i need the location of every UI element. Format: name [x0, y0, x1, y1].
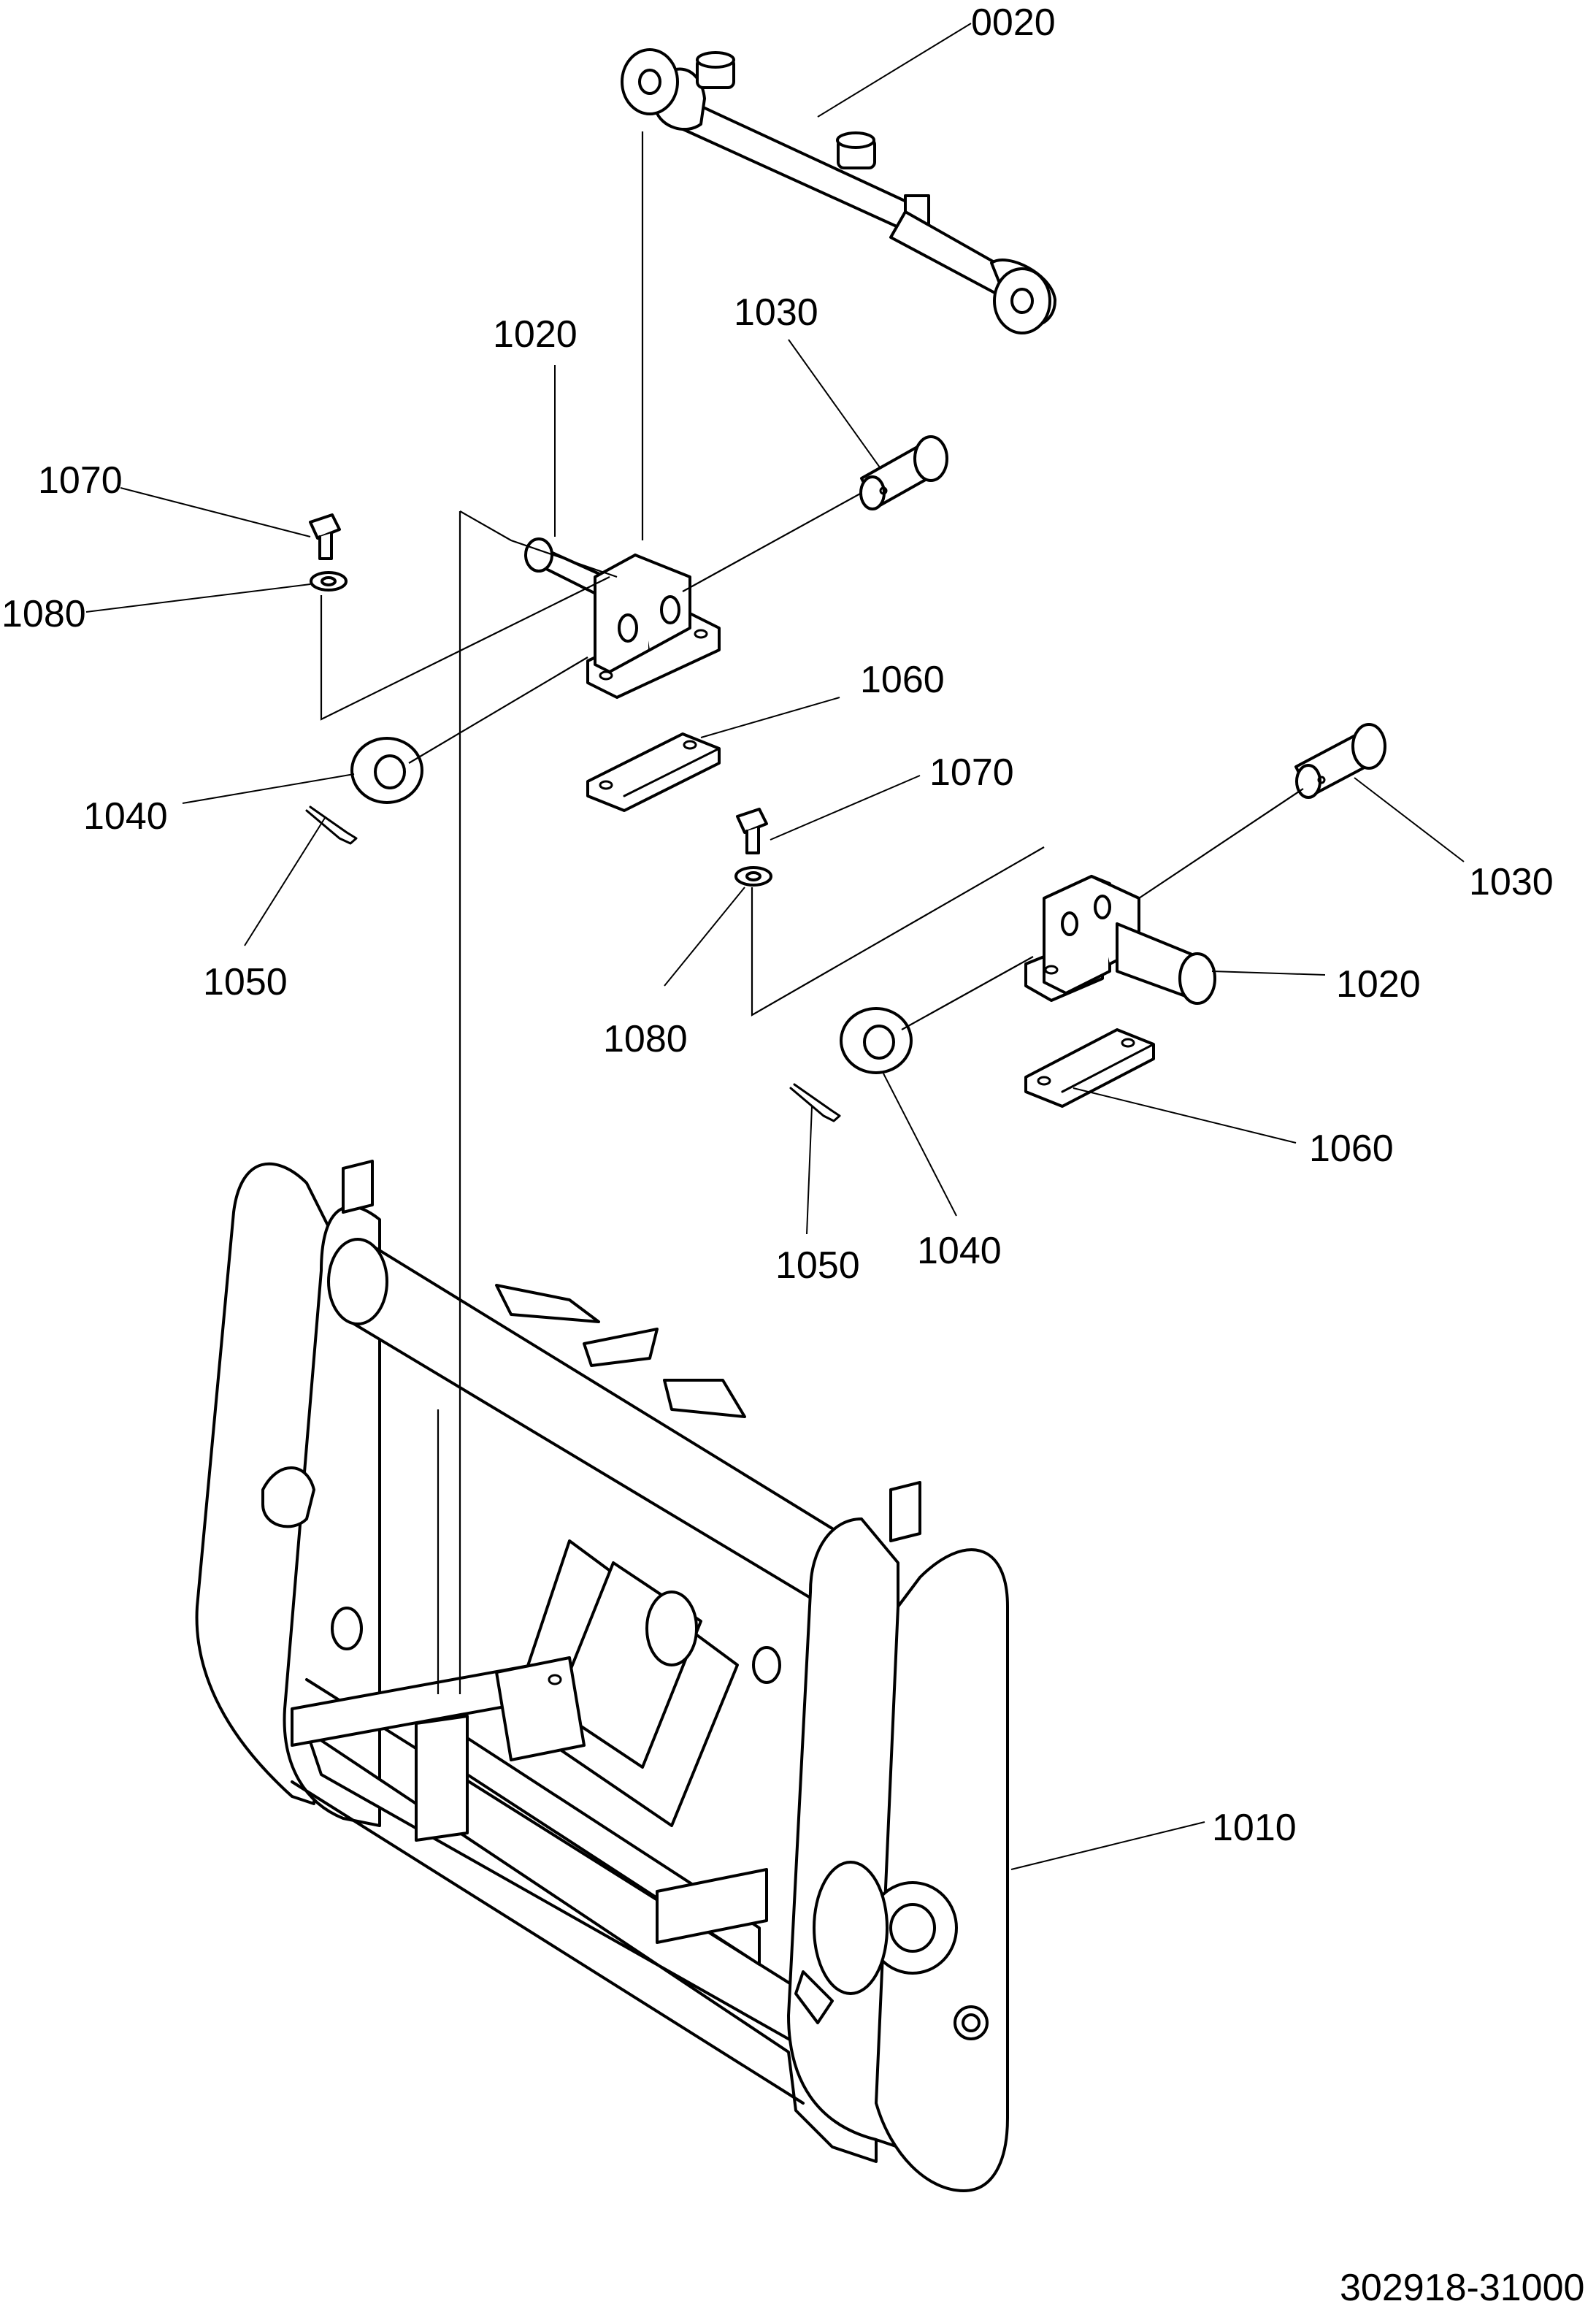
coupler-frame-1010 [195, 1160, 1009, 2192]
leader-lines [85, 23, 1465, 1870]
pin-1030-upper [859, 435, 948, 510]
callout-1080-upper: 1080 [1, 593, 86, 635]
callout-1030-upper: 1030 [734, 291, 818, 334]
callout-1080-lower: 1080 [603, 1018, 688, 1060]
drawing-number: 302918-31000 [1340, 2267, 1584, 2309]
callout-1060-lower: 1060 [1309, 1128, 1394, 1170]
bracket-1020-lower [1024, 875, 1216, 1005]
callout-1070-upper: 1070 [38, 459, 123, 502]
callout-1040-upper: 1040 [83, 795, 168, 838]
callout-1030-lower: 1030 [1469, 861, 1554, 903]
callout-1050-upper: 1050 [203, 961, 288, 1003]
plate-1060-lower [1024, 1028, 1155, 1108]
bracket-1020-upper [524, 537, 721, 699]
bolt-1070-lower [734, 808, 772, 887]
callout-1050-lower: 1050 [775, 1244, 860, 1287]
callout-1070-lower: 1070 [929, 751, 1014, 794]
pin-1030-lower [1294, 723, 1386, 799]
washer-1040-lower [840, 1007, 913, 1074]
callout-1020-lower: 1020 [1336, 963, 1421, 1006]
plate-1060-upper [586, 732, 721, 812]
bolt-1070-upper [309, 513, 348, 592]
callout-labels: 0020 1020 1030 1070 1080 1060 1040 1050 … [1, 1, 1554, 1849]
callout-1020-upper: 1020 [493, 313, 578, 356]
callout-1040-lower: 1040 [917, 1230, 1002, 1272]
cotter-pin-1050-lower [789, 1083, 841, 1122]
assembly-guide-lines [320, 131, 1304, 1694]
hydraulic-cylinder-0020 [621, 48, 1057, 334]
callout-1010: 1010 [1212, 1807, 1297, 1849]
callout-0020: 0020 [971, 1, 1056, 44]
callout-1060-upper: 1060 [860, 659, 945, 701]
washer-1040-upper [350, 737, 423, 804]
cotter-pin-1050-upper [305, 805, 358, 845]
